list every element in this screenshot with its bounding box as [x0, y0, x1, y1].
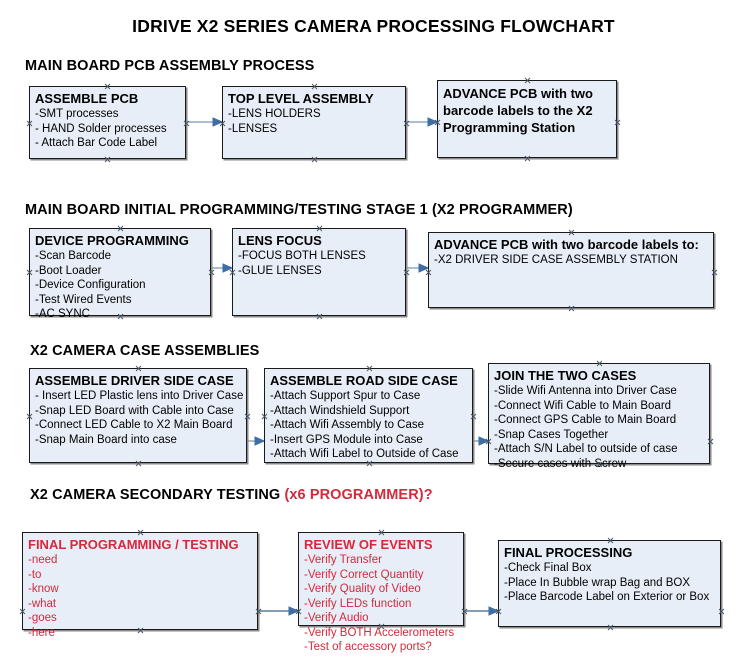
node-line: -Connect GPS Cable to Main Board: [494, 414, 677, 426]
node-title: ASSEMBLE DRIVER SIDE CASE: [35, 373, 234, 388]
node-device-programming[interactable]: DEVICE PROGRAMMING -Scan Barcode -Boot L…: [29, 228, 211, 320]
node-line: -Scan Barcode: [35, 250, 112, 262]
node-line: -Place Barcode Label on Exterior or Box: [504, 591, 710, 603]
node-line: -Slide Wifi Antenna into Driver Case: [494, 385, 677, 397]
node-assemble-driver-side-case[interactable]: ASSEMBLE DRIVER SIDE CASE - Insert LED P…: [29, 368, 247, 463]
node-line: -Place In Bubble wrap Bag and BOX: [504, 576, 691, 589]
node-title: ADVANCE PCB with two barcode labels to t…: [443, 86, 593, 135]
node-line: -Attach Wifi Assembly to Case: [270, 419, 425, 431]
node-line: -Verify Correct Quantity: [304, 568, 424, 581]
node-line: - Insert LED Plastic lens into Driver Ca…: [35, 390, 244, 402]
node-line: -Snap LED Board with Cable into Case: [35, 404, 234, 417]
node-title: DEVICE PROGRAMMING: [35, 233, 189, 248]
node-line: -LENS HOLDERS: [228, 108, 321, 120]
node-line: -Verify LEDs function: [304, 597, 412, 610]
node-line: -Boot Loader: [35, 264, 102, 277]
node-title: ADVANCE PCB with two barcode labels to:: [434, 237, 699, 252]
node-line: -Verify Transfer: [304, 554, 382, 566]
node-line: -know: [28, 583, 59, 595]
node-line: -Secure cases with Screw: [494, 457, 627, 470]
node-line: -Connect LED Cable to X2 Main Board: [35, 419, 233, 431]
node-title: ASSEMBLE ROAD SIDE CASE: [270, 373, 458, 388]
node-line: -need: [28, 554, 58, 566]
node-title: ASSEMBLE PCB: [35, 91, 139, 106]
node-title: REVIEW OF EVENTS: [304, 537, 433, 552]
node-title: FINAL PROCESSING: [504, 545, 633, 560]
section-heading-main-board-pcb-assembly: MAIN BOARD PCB ASSEMBLY PROCESS: [25, 58, 314, 74]
node-line: -Verify BOTH Accelerometers: [304, 626, 455, 639]
node-line: -Attach Windshield Support: [270, 404, 410, 417]
node-title: TOP LEVEL ASSEMBLY: [228, 91, 374, 106]
section-heading-x2-camera-secondary-testing: X2 CAMERA SECONDARY TESTING (x6 PROGRAMM…: [30, 487, 433, 503]
section-heading-text: MAIN BOARD INITIAL PROGRAMMING/TESTING S…: [25, 202, 573, 218]
section-heading-text: X2 CAMERA CASE ASSEMBLIES: [30, 343, 260, 359]
node-line: -Check Final Box: [504, 562, 592, 574]
node-title: LENS FOCUS: [238, 233, 322, 248]
node-line: -LENSES: [228, 122, 278, 135]
node-line: - Attach Bar Code Label: [35, 137, 158, 149]
node-line: -Device Configuration: [35, 279, 146, 291]
node-line-overflow: -Test of accessory ports?: [304, 641, 432, 653]
section-heading-accent: (x6 PROGRAMMER)?: [284, 487, 433, 503]
node-top-level-assembly[interactable]: TOP LEVEL ASSEMBLY -LENS HOLDERS -LENSES: [222, 86, 406, 159]
node-lens-focus[interactable]: LENS FOCUS -FOCUS BOTH LENSES -GLUE LENS…: [232, 228, 406, 316]
node-line: -Connect Wifi Cable to Main Board: [494, 399, 672, 412]
node-line: -what: [28, 597, 57, 610]
node-line: -Snap Cases Together: [494, 428, 609, 441]
node-advance-pcb-to-x2-programming-station[interactable]: ADVANCE PCB with two barcode labels to t…: [437, 80, 617, 158]
node-line: -Test Wired Events: [35, 293, 132, 306]
node-line: -SMT processes: [35, 108, 119, 120]
page-title: IDRIVE X2 SERIES CAMERA PROCESSING FLOWC…: [132, 16, 615, 36]
section-heading-text: X2 CAMERA SECONDARY TESTING: [30, 487, 285, 503]
node-line: -X2 DRIVER SIDE CASE ASSEMBLY STATION: [434, 254, 678, 266]
node-line: -Snap Main Board into case: [35, 433, 177, 446]
section-heading-x2-camera-case-assemblies: X2 CAMERA CASE ASSEMBLIES: [30, 343, 259, 359]
node-line: -AC SYNC: [35, 308, 90, 320]
node-line: -Verify Quality of Video: [304, 583, 421, 595]
node-assemble-road-side-case[interactable]: ASSEMBLE ROAD SIDE CASE -Attach Support …: [264, 368, 473, 463]
node-final-programming-testing[interactable]: FINAL PROGRAMMING / TESTING -need -to -k…: [22, 532, 258, 639]
node-line: -FOCUS BOTH LENSES: [238, 250, 366, 262]
section-heading-text: MAIN BOARD PCB ASSEMBLY PROCESS: [25, 58, 315, 74]
node-line: -GLUE LENSES: [238, 264, 322, 277]
node-line: -Attach Support Spur to Case: [270, 390, 421, 402]
node-line: -Insert GPS Module into Case: [270, 433, 423, 446]
node-final-processing[interactable]: FINAL PROCESSING -Check Final Box -Place…: [498, 540, 721, 627]
node-advance-pcb-to-driver-side-case-station[interactable]: ADVANCE PCB with two barcode labels to: …: [428, 232, 714, 308]
node-line: -Attach S/N Label to outside of case: [494, 443, 678, 455]
node-line: -to: [28, 568, 42, 581]
node-line: - HAND Solder processes: [35, 122, 167, 135]
node-title: FINAL PROGRAMMING / TESTING: [28, 537, 239, 552]
node-join-the-two-cases[interactable]: JOIN THE TWO CASES -Slide Wifi Antenna i…: [488, 363, 710, 470]
node-assemble-pcb[interactable]: ASSEMBLE PCB -SMT processes - HAND Solde…: [29, 86, 186, 159]
section-heading-main-board-initial-programming: MAIN BOARD INITIAL PROGRAMMING/TESTING S…: [25, 202, 573, 218]
node-title: JOIN THE TWO CASES: [494, 368, 637, 383]
node-line: -here: [28, 626, 55, 639]
node-line: -Verify Audio: [304, 612, 369, 624]
node-line: -Attach Wifi Label to Outside of Case: [270, 448, 459, 460]
node-line: -goes: [28, 612, 57, 624]
node-review-of-events[interactable]: REVIEW OF EVENTS -Verify Transfer -Verif…: [298, 532, 464, 653]
